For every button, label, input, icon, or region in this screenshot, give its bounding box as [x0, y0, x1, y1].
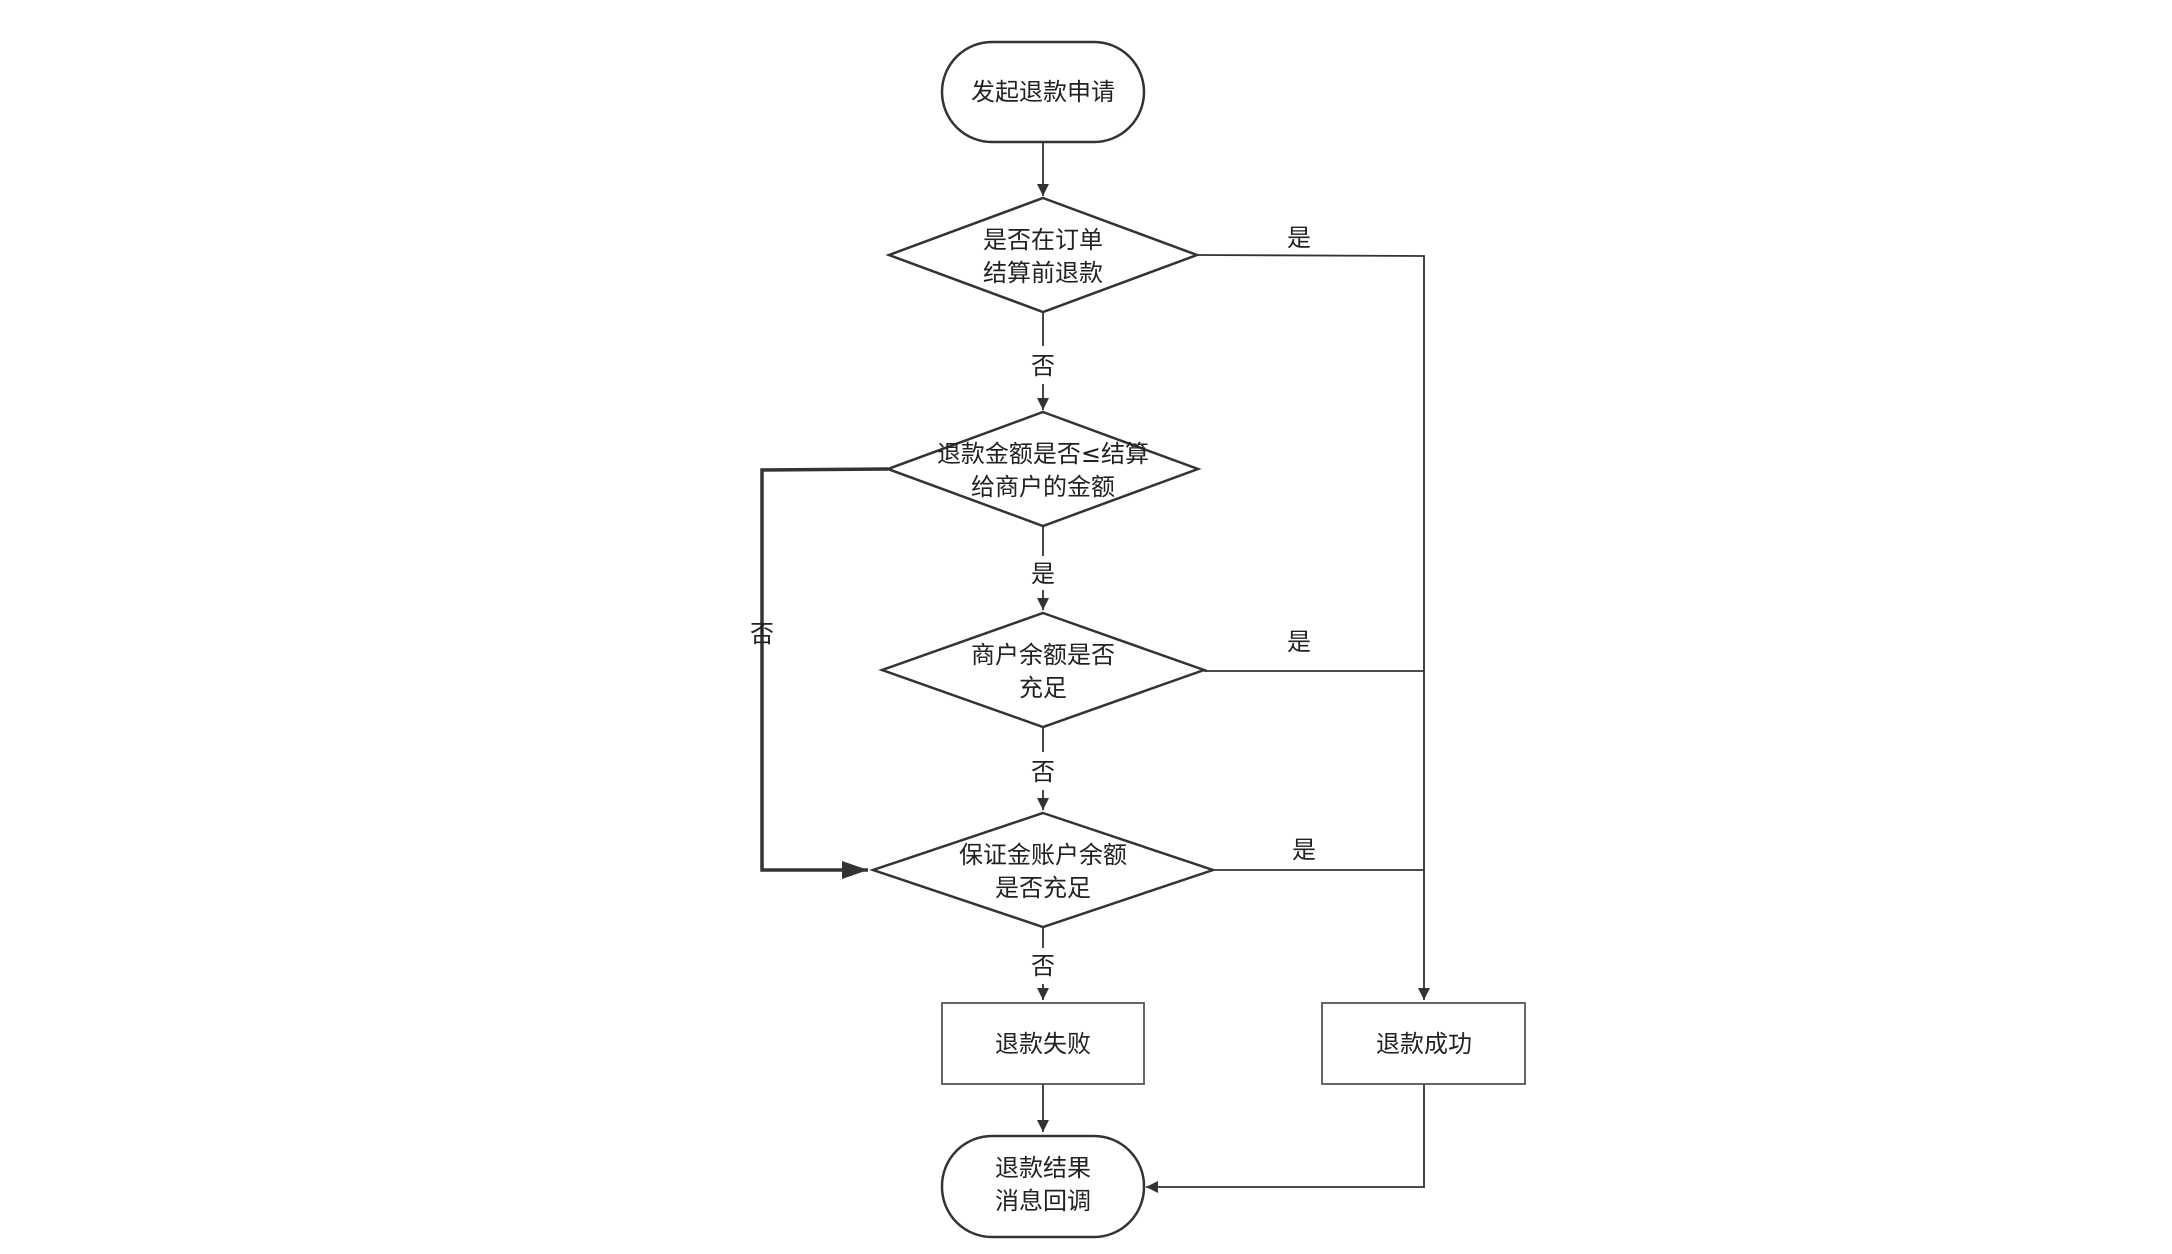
edge-label-d3-yes: 是 — [1287, 628, 1311, 656]
decision-before-settlement-line1: 是否在订单 — [983, 226, 1103, 254]
start-node-label: 发起退款申请 — [971, 78, 1115, 106]
edge-label-d1-yes: 是 — [1287, 224, 1311, 252]
callback-line1: 退款结果 — [995, 1154, 1091, 1182]
decision-amount-le-settled-line1: 退款金额是否≤结算 — [937, 440, 1149, 468]
edge-label-d3-no: 否 — [1031, 758, 1055, 786]
start-node: 发起退款申请 — [940, 40, 1146, 144]
edge-label-d2-no: 否 — [750, 620, 774, 648]
decision-merchant-balance-line1: 商户余额是否 — [971, 641, 1115, 669]
edge-label-d4-yes: 是 — [1292, 836, 1316, 864]
decision-merchant-balance: 商户余额是否 充足 — [878, 611, 1208, 729]
refund-success-label: 退款成功 — [1376, 1030, 1472, 1058]
decision-deposit-balance-line2: 是否充足 — [995, 874, 1091, 902]
decision-deposit-balance: 保证金账户余额 是否充足 — [869, 811, 1217, 929]
edge-label-d4-no: 否 — [1031, 952, 1055, 980]
decision-merchant-balance-line2: 充足 — [1019, 674, 1067, 702]
edge-d1-yes — [1196, 254, 1430, 1000]
edge-label-d2-yes: 是 — [1031, 560, 1055, 588]
decision-before-settlement: 是否在订单 结算前退款 — [885, 196, 1201, 314]
edge-d2-no — [760, 467, 889, 879]
decision-deposit-balance-line1: 保证金账户余额 — [959, 841, 1127, 869]
edge-label-d1-no: 否 — [1031, 352, 1055, 380]
refund-success-node: 退款成功 — [1321, 1002, 1526, 1085]
decision-before-settlement-line2: 结算前退款 — [983, 259, 1103, 287]
decision-amount-le-settled: 退款金额是否≤结算 给商户的金额 — [884, 410, 1202, 528]
decision-amount-le-settled-line2: 给商户的金额 — [971, 473, 1115, 501]
edge-success-to-callback — [1146, 1084, 1425, 1193]
refund-failed-label: 退款失败 — [995, 1030, 1091, 1058]
callback-node: 退款结果 消息回调 — [940, 1134, 1146, 1239]
refund-failed-node: 退款失败 — [941, 1002, 1145, 1085]
callback-line2: 消息回调 — [995, 1187, 1091, 1215]
